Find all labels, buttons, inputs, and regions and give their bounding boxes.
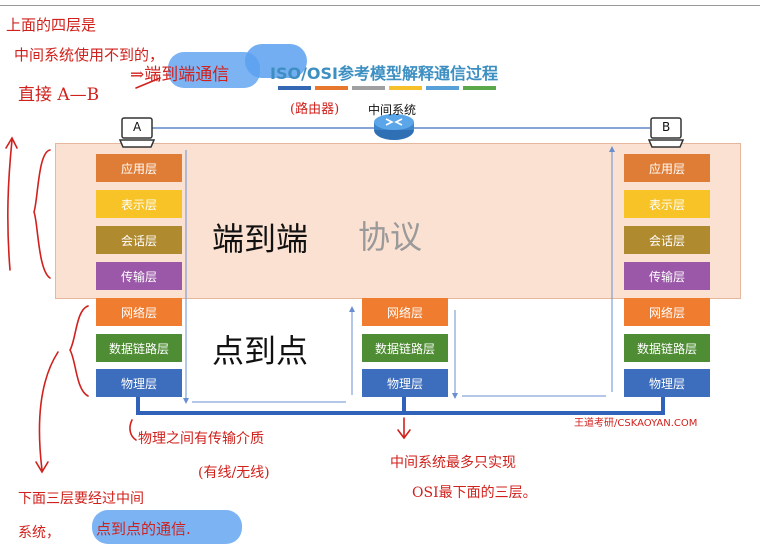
layer-presentation-b: 表示层 bbox=[624, 190, 710, 218]
layer-application-b: 应用层 bbox=[624, 154, 710, 182]
bottom-note-highlight bbox=[92, 510, 242, 544]
note-bottom-line-1: 下面三层要经过中间 bbox=[18, 491, 144, 507]
host-a-label: A bbox=[133, 120, 142, 134]
legend-bar-3 bbox=[352, 86, 385, 90]
watermark-text: 王道考研/CSKAOYAN.COM bbox=[574, 418, 698, 429]
top-divider-line bbox=[0, 5, 760, 6]
note-top-line-2: 中间系统使用不到的， bbox=[14, 46, 165, 64]
layer-datalink-b: 数据链路层 bbox=[624, 334, 710, 362]
layer-session-b: 会话层 bbox=[624, 226, 710, 254]
layer-presentation-a: 表示层 bbox=[96, 190, 182, 218]
note-top-line-1: 上面的四层是 bbox=[6, 16, 97, 34]
legend-bar-2 bbox=[315, 86, 348, 90]
legend-bar-4 bbox=[389, 86, 422, 90]
diagram-title: ISO/OSI参考模型解释通信过程 bbox=[270, 64, 499, 83]
legend-bar-6 bbox=[463, 86, 496, 90]
computer-icon bbox=[647, 117, 685, 148]
note-highlight bbox=[168, 52, 260, 88]
layer-network-b: 网络层 bbox=[624, 298, 710, 326]
point-to-point-label: 点到点 bbox=[212, 332, 309, 370]
host-a-computer: A bbox=[118, 116, 156, 154]
layer-transport-a: 传输层 bbox=[96, 262, 182, 290]
layer-datalink-a: 数据链路层 bbox=[96, 334, 182, 362]
layer-transport-b: 传输层 bbox=[624, 262, 710, 290]
note-middle-system-1: 中间系统最多只实现 bbox=[390, 455, 516, 471]
layer-application-a: 应用层 bbox=[96, 154, 182, 182]
end-to-end-label: 端到端 bbox=[212, 220, 309, 258]
note-wired-wireless: (有线/无线) bbox=[198, 465, 270, 481]
layer-session-a: 会话层 bbox=[96, 226, 182, 254]
layer-network-mid: 网络层 bbox=[362, 298, 448, 326]
middle-system-label: 中间系统 bbox=[368, 103, 417, 117]
host-b-label: B bbox=[662, 120, 671, 134]
layer-physical-b: 物理层 bbox=[624, 369, 710, 397]
computer-icon bbox=[118, 117, 156, 148]
layer-physical-mid: 物理层 bbox=[362, 369, 448, 397]
layer-datalink-mid: 数据链路层 bbox=[362, 334, 448, 362]
note-physical-medium: 物理之间有传输介质 bbox=[138, 431, 264, 447]
host-b-computer: B bbox=[647, 116, 685, 154]
note-bottom-line-3: 点到点的通信. bbox=[96, 520, 191, 538]
note-top-line-3: 直接 A—B bbox=[18, 85, 100, 105]
legend-bar-5 bbox=[426, 86, 459, 90]
legend-bar-1 bbox=[278, 86, 311, 90]
layer-network-a: 网络层 bbox=[96, 298, 182, 326]
note-bottom-line-2: 系统， bbox=[18, 525, 60, 541]
router bbox=[372, 112, 416, 146]
router-icon bbox=[374, 114, 414, 140]
note-middle-system-2: OSI最下面的三层。 bbox=[412, 485, 537, 501]
note-router: (路由器) bbox=[290, 102, 340, 117]
protocol-label: 协议 bbox=[358, 218, 423, 256]
layer-physical-a: 物理层 bbox=[96, 369, 182, 397]
